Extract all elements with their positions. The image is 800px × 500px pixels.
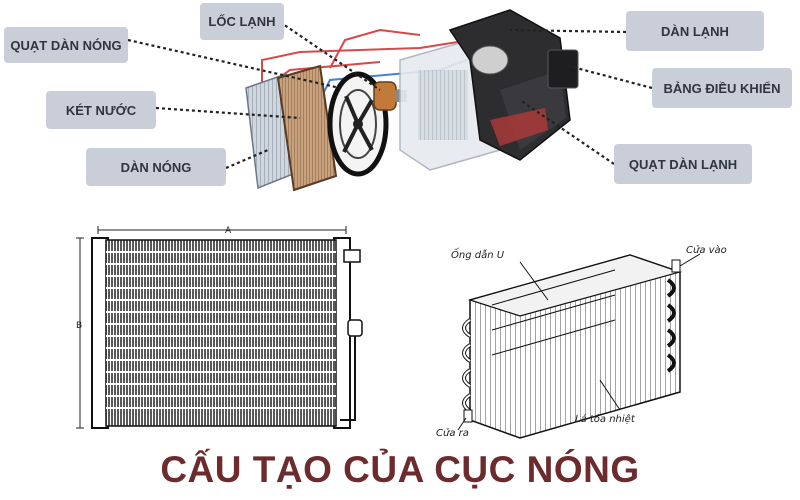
sketch-label-la-toa-nhiet: Lá tỏa nhiệt — [575, 414, 635, 425]
blower-unit — [448, 9, 579, 161]
label-quat-dan-nong: QUẠT DÀN NÓNG — [4, 27, 128, 63]
evaporator-sketch — [457, 253, 701, 439]
leader-lines — [127, 21, 653, 170]
label-bang-dieu-khien: BẢNG ĐIỀU KHIỂN — [652, 68, 792, 108]
dimension-label-b: B — [76, 321, 83, 331]
label-quat-dan-lanh: QUẠT DÀN LẠNH — [614, 144, 752, 184]
sketch-label-cua-vao: Cửa vào — [686, 245, 727, 256]
radiator-panel — [276, 64, 338, 192]
sketch-label-ong-dan-u: Ống dẫn U — [451, 250, 505, 261]
label-dan-lanh: DÀN LẠNH — [626, 11, 764, 51]
label-dan-nong: DÀN NÓNG — [86, 148, 226, 186]
label-loc-lanh: LỐC LẠNH — [200, 3, 284, 40]
condenser-fan — [327, 71, 389, 177]
page-title: CẤU TẠO CỦA CỤC NÓNG — [160, 449, 640, 490]
sketch-label-cua-ra: Cửa ra — [436, 428, 469, 439]
condenser-sketch — [76, 226, 363, 429]
dimension-label-a: A — [225, 226, 232, 236]
label-ket-nuoc: KÉT NƯỚC — [46, 91, 156, 129]
